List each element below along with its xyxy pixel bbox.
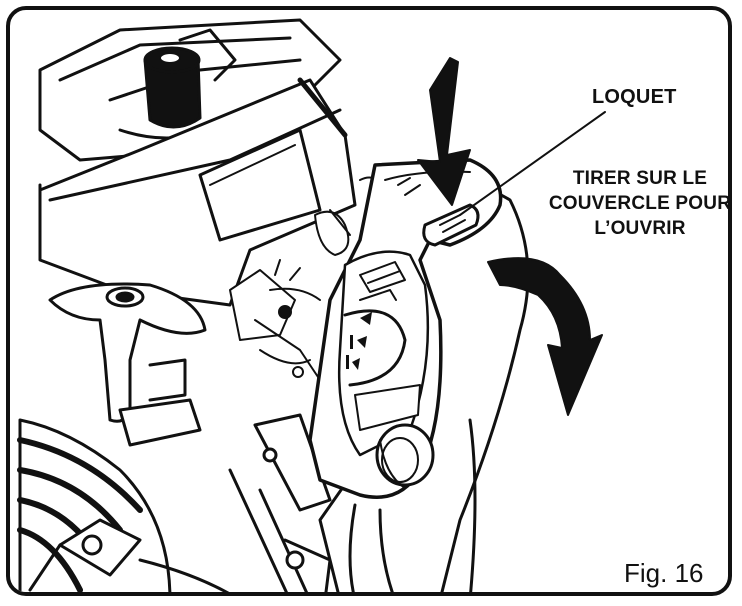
push-down-arrow-icon [417,57,471,206]
latch-leader-line [459,111,606,216]
choke-knob [118,28,237,140]
latch-label: LOQUET [592,86,677,108]
starter-handle [48,282,207,447]
figure-number: Fig. 16 [624,558,704,588]
engine-housing [38,78,357,307]
control-panel-cover [308,158,503,499]
pointed-bolt [28,518,142,592]
rotate-open-arrow-icon [487,257,603,416]
mount-bracket [253,413,332,512]
pull-cover-label: TIRER SUR LE COUVERCLE POUR L’OUVRIR [548,168,732,239]
latch [422,203,480,247]
throttle-symbols [346,312,372,370]
carburetor-linkage [229,176,386,381]
cover-knob [375,423,435,489]
